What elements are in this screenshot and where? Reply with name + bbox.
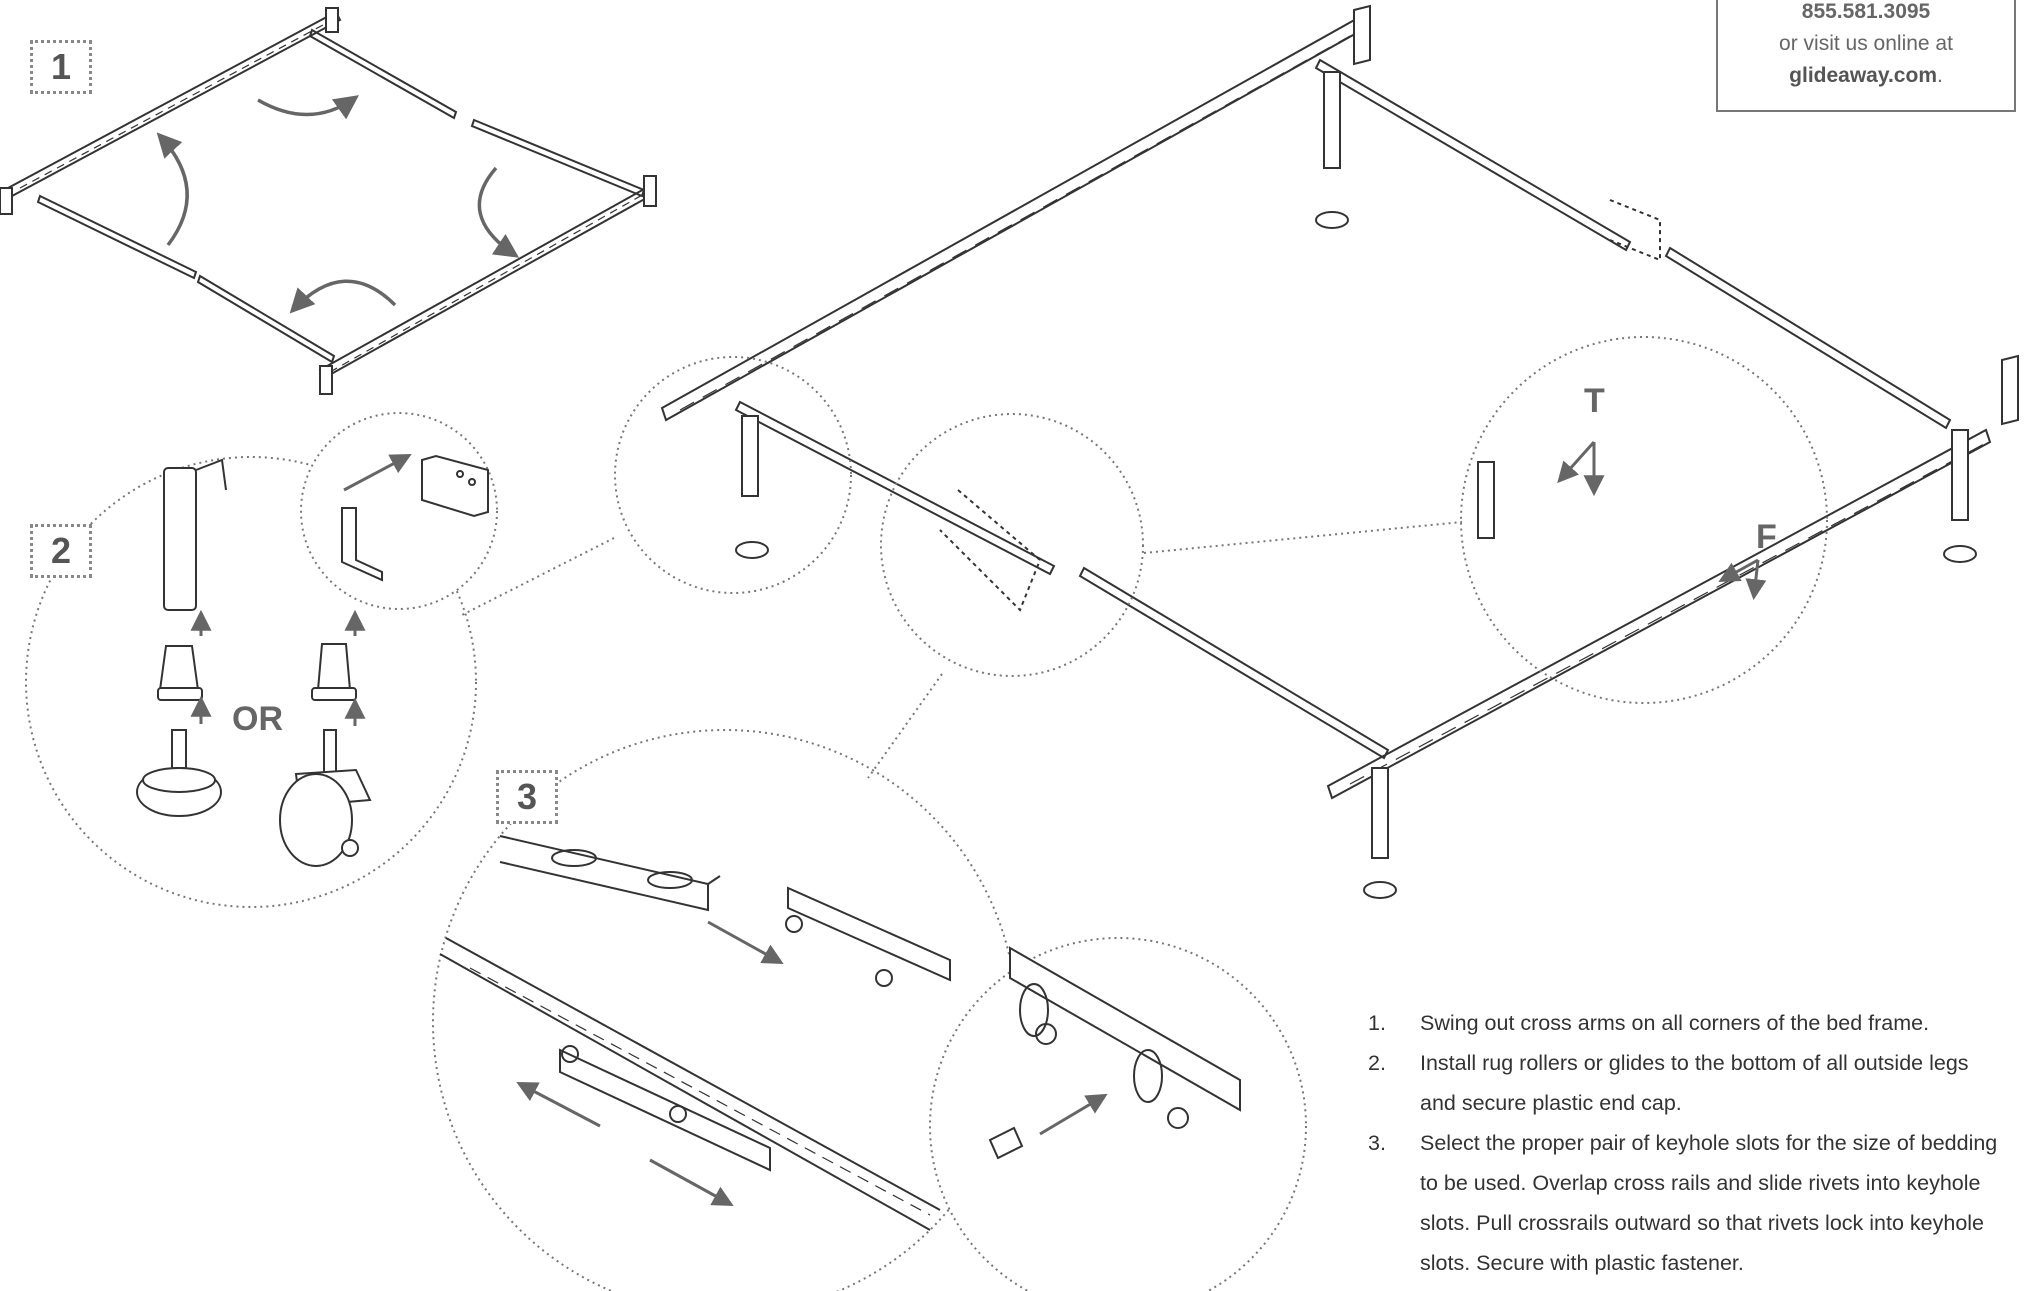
instruction-text: Select the proper pair of keyhole slots … bbox=[1420, 1131, 1998, 1275]
instruction-text: Install rug rollers or glides to the bot… bbox=[1420, 1051, 1969, 1115]
contact-website-link[interactable]: glideaway.com bbox=[1789, 64, 1937, 87]
step2-insert-arrows bbox=[190, 454, 412, 726]
instruction-number: 1. bbox=[1368, 1011, 1386, 1035]
instruction-item: 3. Select the proper pair of keyhole slo… bbox=[1368, 1123, 2008, 1283]
step1-swing-arrows bbox=[156, 95, 520, 314]
instruction-item: 1. Swing out cross arms on all corners o… bbox=[1368, 1003, 2008, 1043]
contact-website-period: . bbox=[1937, 64, 1943, 87]
T-F-position-arrows bbox=[1557, 440, 1767, 601]
main-bed-frame bbox=[660, 4, 2019, 899]
instruction-item: 2. Install rug rollers or glides to the … bbox=[1368, 1043, 2008, 1123]
instructions-list: 1. Swing out cross arms on all corners o… bbox=[1368, 1003, 2008, 1283]
contact-info-box: 855.581.3095 or visit us online at glide… bbox=[1716, 0, 2016, 112]
step3-detail-circles bbox=[432, 729, 1307, 1291]
main-frame-detail-circles bbox=[614, 336, 1828, 704]
step3-direction-arrows bbox=[516, 920, 1108, 1207]
instruction-number: 3. bbox=[1368, 1131, 1386, 1155]
step-1-label: 1 bbox=[30, 40, 92, 94]
step3-rail-illustration bbox=[439, 835, 1241, 1231]
contact-phone: 855.581.3095 bbox=[1801, 0, 1931, 23]
step2-leg-illustration bbox=[136, 458, 372, 867]
step1-frame-illustration bbox=[0, 7, 657, 395]
step-3-label: 3 bbox=[496, 770, 558, 824]
instruction-number: 2. bbox=[1368, 1051, 1386, 1075]
or-label: OR bbox=[232, 700, 283, 738]
step2-bracket-detail bbox=[341, 454, 489, 582]
f-position-label: F bbox=[1756, 518, 1777, 556]
contact-visit-text: or visit us online at bbox=[1779, 32, 1953, 55]
instruction-text: Swing out cross arms on all corners of t… bbox=[1420, 1011, 1930, 1035]
detail-connector-lines bbox=[461, 521, 1463, 779]
t-position-label: T bbox=[1584, 382, 1605, 420]
step-2-label: 2 bbox=[30, 524, 92, 578]
